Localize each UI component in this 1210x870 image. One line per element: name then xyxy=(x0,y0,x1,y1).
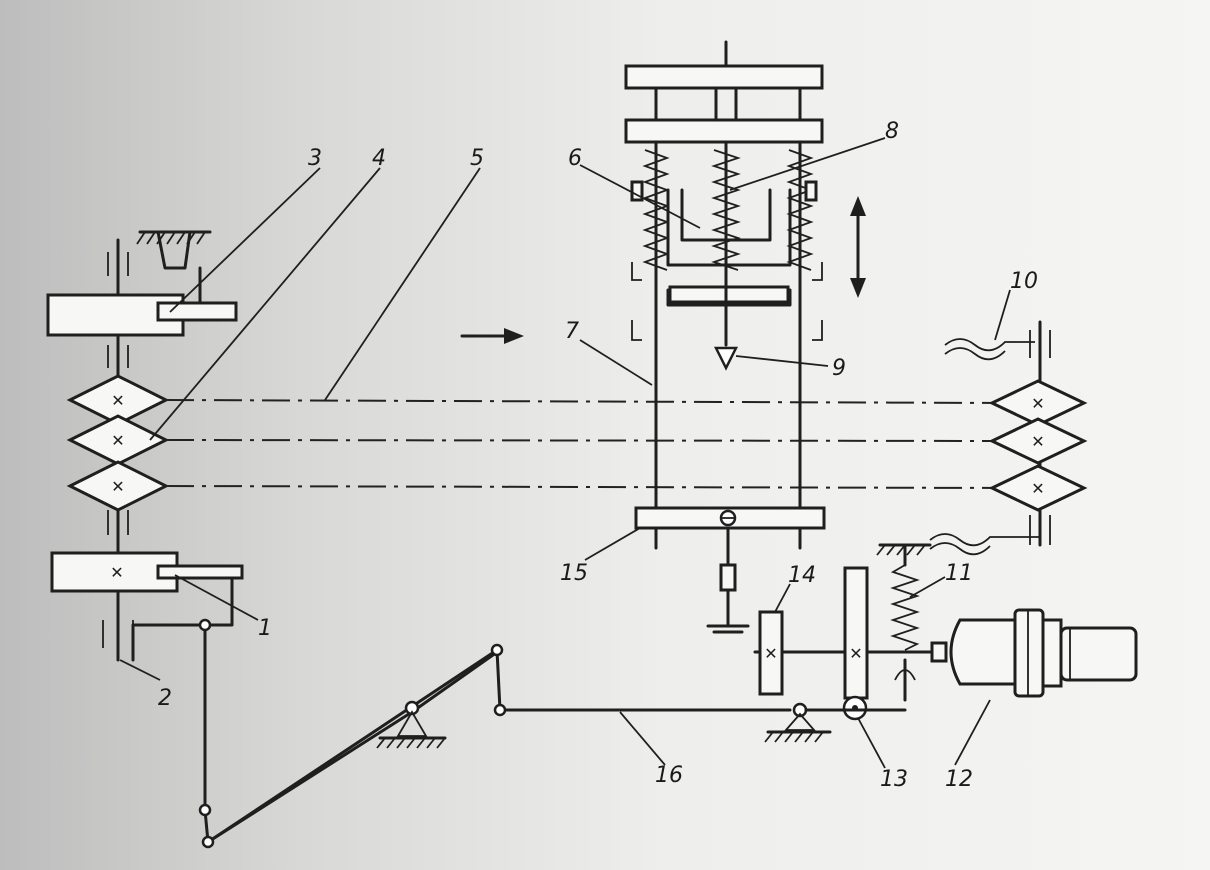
right-roller-assembly: ✕ ✕ ✕ xyxy=(929,320,1088,556)
svg-text:✕: ✕ xyxy=(764,644,777,663)
label-11: 11 xyxy=(945,561,973,586)
svg-text:✕: ✕ xyxy=(111,477,124,496)
feed-direction-arrow xyxy=(460,328,524,344)
svg-text:✕: ✕ xyxy=(1031,432,1044,451)
label-7: 7 xyxy=(565,319,579,344)
label-5: 5 xyxy=(470,146,484,171)
label-16: 16 xyxy=(655,763,683,788)
svg-text:✕: ✕ xyxy=(111,431,124,450)
svg-text:✕: ✕ xyxy=(849,644,862,663)
svg-text:✕: ✕ xyxy=(1031,394,1044,413)
linkage xyxy=(198,618,907,849)
svg-text:✕: ✕ xyxy=(111,391,124,410)
label-2: 2 xyxy=(158,686,172,711)
part-labels: 3 4 5 6 8 7 9 10 11 14 15 1 2 16 13 12 xyxy=(158,119,1038,792)
strand-lines xyxy=(165,399,1011,489)
label-10: 10 xyxy=(1010,269,1038,294)
svg-text:✕: ✕ xyxy=(1031,479,1044,498)
svg-text:✕: ✕ xyxy=(110,563,123,582)
label-12: 12 xyxy=(945,767,973,792)
label-13: 13 xyxy=(880,767,908,792)
press-frame xyxy=(624,40,826,634)
drive-assembly: ✕ ✕ xyxy=(753,543,1138,721)
label-14: 14 xyxy=(788,563,816,588)
label-8: 8 xyxy=(885,119,899,144)
label-1: 1 xyxy=(258,616,272,641)
label-9: 9 xyxy=(832,356,846,381)
label-15: 15 xyxy=(560,561,588,586)
label-4: 4 xyxy=(372,146,386,171)
label-3: 3 xyxy=(308,146,322,171)
label-6: 6 xyxy=(568,146,582,171)
left-spool-assembly: ✕ ✕ ✕ ✕ xyxy=(46,230,244,662)
leader-lines xyxy=(119,137,1011,769)
vertical-motion-arrow xyxy=(850,196,866,298)
